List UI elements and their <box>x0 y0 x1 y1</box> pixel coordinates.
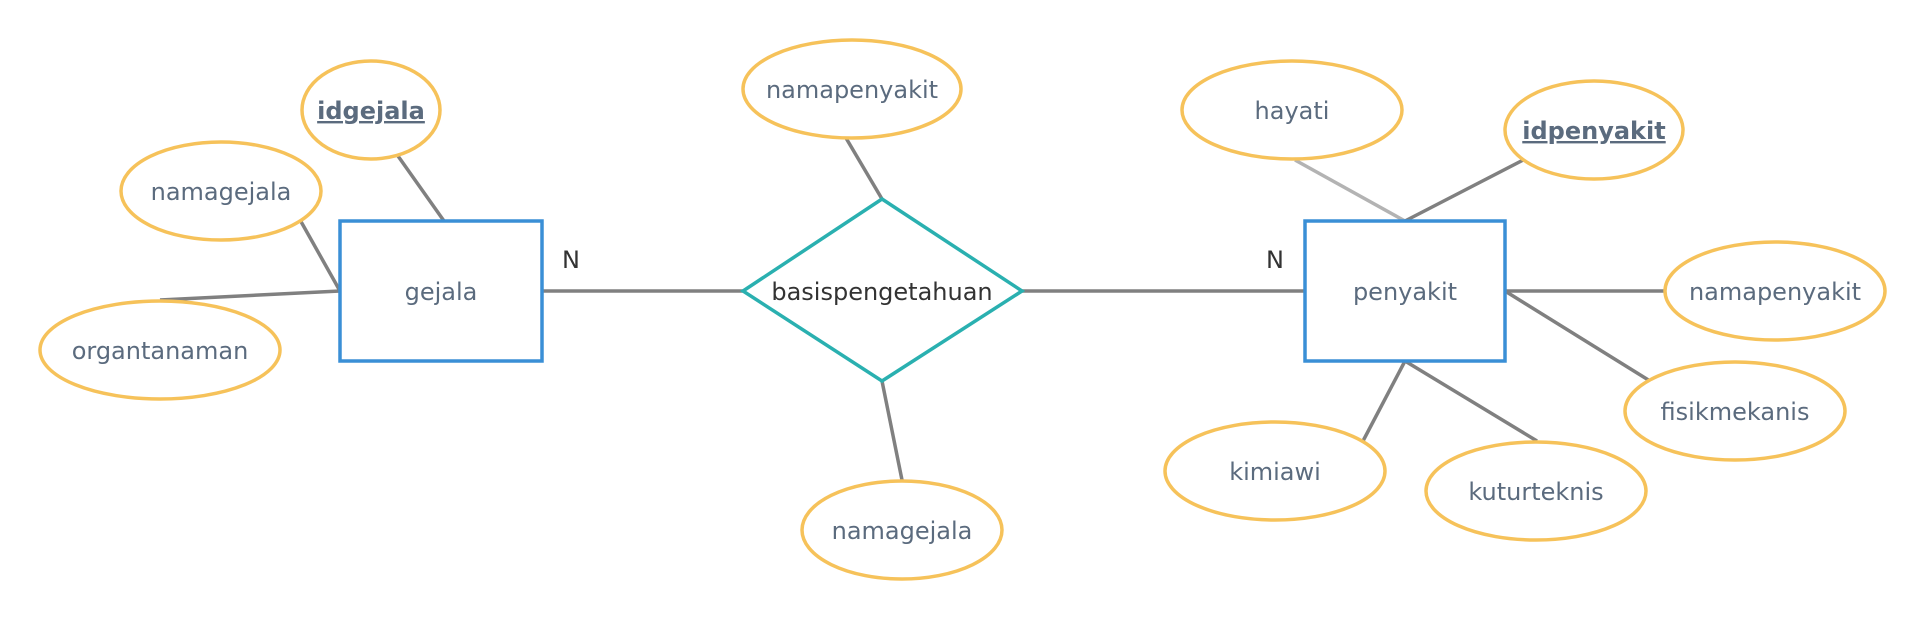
edge-idpenyakit <box>1404 156 1528 223</box>
attribute-hayati-label: hayati <box>1255 97 1330 125</box>
edge-namagejala-gejala <box>297 217 342 292</box>
edge-kuturteknis <box>1404 359 1538 443</box>
attribute-kuturteknis[interactable]: kuturteknis <box>1424 440 1648 542</box>
entity-penyakit[interactable]: penyakit <box>1303 219 1507 363</box>
attribute-kuturteknis-label: kuturteknis <box>1468 478 1603 506</box>
attribute-namagejala-gejala-label: namagejala <box>151 178 292 206</box>
attribute-idgejala[interactable]: idgejala <box>300 59 442 161</box>
attribute-namagejala-rel-label: namagejala <box>832 517 973 545</box>
edge-idgejala <box>396 154 446 223</box>
attribute-organtanaman-label: organtanaman <box>72 337 249 365</box>
attribute-hayati[interactable]: hayati <box>1180 59 1404 161</box>
edge-fisikmekanis <box>1504 289 1651 383</box>
cardinality-right: N <box>1266 246 1284 274</box>
attribute-kimiawi-label: kimiawi <box>1229 458 1321 486</box>
attribute-organtanaman[interactable]: organtanaman <box>38 299 282 401</box>
attribute-namapenyakit-rel[interactable]: namapenyakit <box>741 38 963 140</box>
entity-gejala-label: gejala <box>405 278 478 306</box>
attribute-kimiawi[interactable]: kimiawi <box>1163 420 1387 522</box>
relationship-basispengetahuan[interactable]: basispengetahuan <box>739 196 1026 384</box>
attribute-namagejala-gejala[interactable]: namagejala <box>119 140 323 242</box>
attribute-namapenyakit-ent[interactable]: namapenyakit <box>1663 240 1887 342</box>
entity-gejala[interactable]: gejala <box>338 219 544 363</box>
entity-penyakit-label: penyakit <box>1353 278 1457 306</box>
edge-namagejala-rel <box>880 380 904 481</box>
relationship-label: basispengetahuan <box>771 278 992 306</box>
edge-hayati <box>1294 158 1406 223</box>
edge-namapenyakit-rel <box>844 137 884 200</box>
attribute-idpenyakit[interactable]: idpenyakit <box>1503 79 1685 181</box>
edge-kimiawi <box>1361 360 1407 442</box>
attribute-fisikmekanis[interactable]: fisikmekanis <box>1623 360 1847 462</box>
connectors <box>159 137 1665 481</box>
edge-organtanaman <box>159 289 341 302</box>
cardinality-left: N <box>562 246 580 274</box>
attribute-namagejala-rel[interactable]: namagejala <box>800 479 1004 581</box>
attribute-fisikmekanis-label: fisikmekanis <box>1661 398 1810 426</box>
attribute-idgejala-label: idgejala <box>317 97 425 125</box>
attribute-namapenyakit-ent-label: namapenyakit <box>1689 278 1861 306</box>
attribute-idpenyakit-label: idpenyakit <box>1522 117 1665 145</box>
attribute-namapenyakit-rel-label: namapenyakit <box>766 76 938 104</box>
